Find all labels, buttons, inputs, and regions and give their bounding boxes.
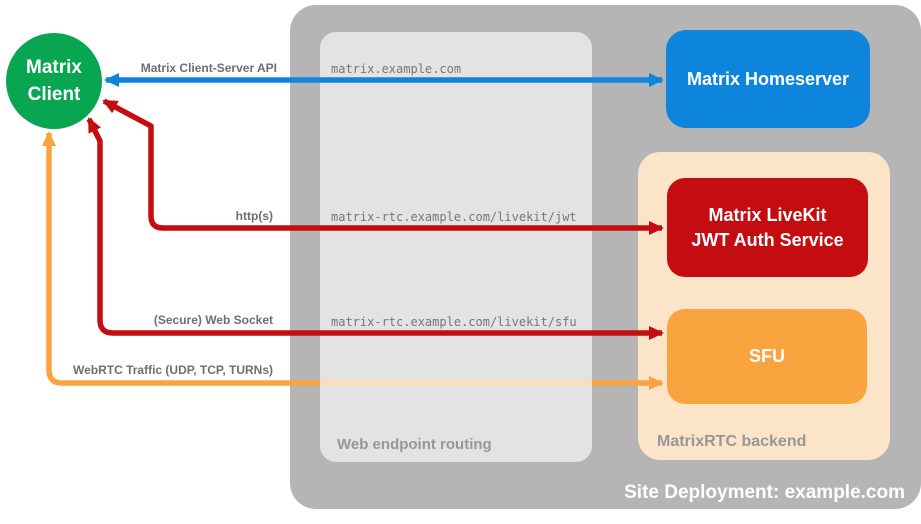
webrtc-traffic-label: WebRTC Traffic (UDP, TCP, TURNs) [72,363,273,377]
matrixrtc-backend-label: MatrixRTC backend [657,433,807,450]
https-label: http(s) [235,209,273,223]
matrix-client-label-line1: Matrix [26,57,82,78]
jwt-auth-service-node: Matrix LiveKit JWT Auth Service [667,178,868,277]
jwt-auth-label-line1: Matrix LiveKit [708,204,827,225]
endpoint-url-sfu: matrix-rtc.example.com/livekit/sfu [331,315,577,329]
websocket-label: (Secure) Web Socket [153,313,273,327]
matrix-homeserver-node: Matrix Homeserver [666,30,870,128]
matrix-client-node: Matrix Client [6,33,102,129]
endpoint-url-homeserver: matrix.example.com [331,62,462,76]
matrix-homeserver-label: Matrix Homeserver [686,68,850,89]
web-endpoint-routing-label: Web endpoint routing [337,436,492,453]
sfu-node: SFU [667,309,867,404]
endpoint-url-jwt: matrix-rtc.example.com/livekit/jwt [331,210,577,224]
client-server-api-label: Matrix Client-Server API [140,61,277,75]
jwt-auth-label-line2: JWT Auth Service [691,229,844,250]
matrix-client-label-line2: Client [27,84,81,105]
site-deployment-label: Site Deployment: example.com [624,482,905,503]
sfu-label: SFU [749,346,785,366]
web-endpoint-routing-container [320,32,592,462]
